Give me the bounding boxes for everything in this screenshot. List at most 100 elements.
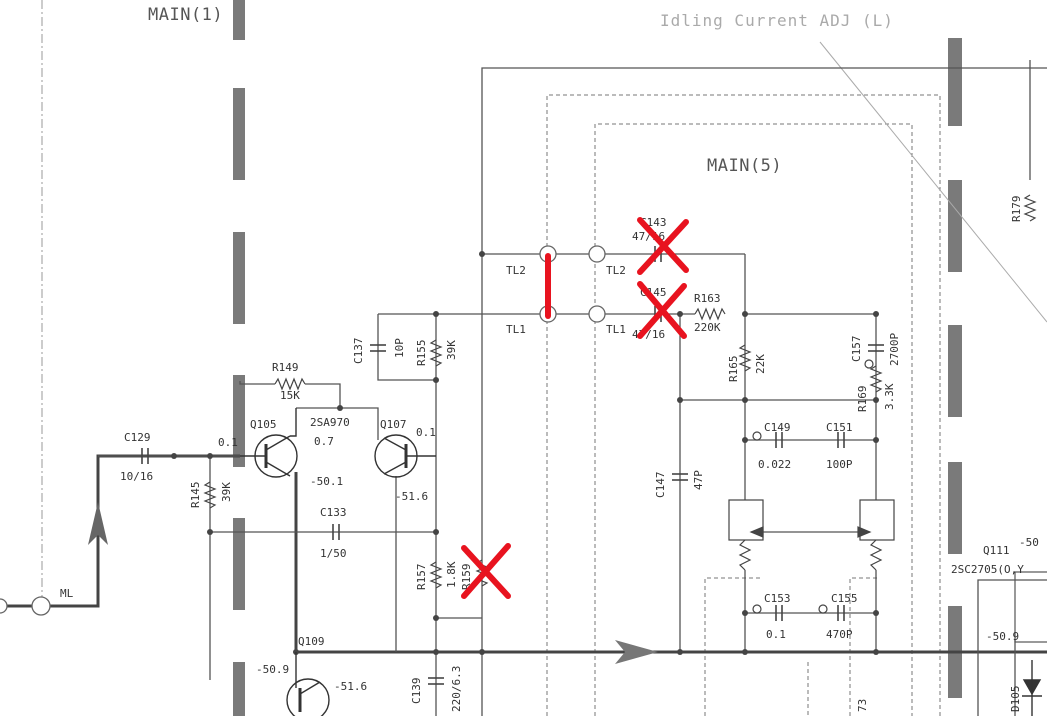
r163-value: 220K (694, 321, 721, 334)
capacitor-c149 (775, 432, 783, 448)
c155-ref: C155 (831, 592, 858, 605)
signal-label-ml: ML (60, 587, 74, 600)
q109-voltage-1: -50.9 (256, 663, 289, 676)
q105-voltage: 0.1 (218, 436, 238, 449)
c129-ref: C129 (124, 431, 151, 444)
resistor-r165 (738, 344, 752, 372)
tp-tl1-right: TL1 (606, 323, 626, 336)
capacitor-c129 (141, 448, 149, 464)
r165-value: 22K (754, 354, 767, 374)
transistor-q105 (240, 408, 298, 478)
capacitor-symbols (141, 246, 884, 685)
d105-ref: D105 (1009, 686, 1022, 713)
c147-value: 47P (692, 470, 705, 490)
r169-ref: R169 (856, 386, 869, 413)
c151-value: 100P (826, 458, 853, 471)
q109-voltage-2: -51.6 (334, 680, 367, 693)
trimmer-symbols (728, 499, 895, 580)
diode-d105 (1022, 660, 1042, 716)
c149-value: 0.022 (758, 458, 791, 471)
c157-value: 2700P (888, 333, 901, 366)
q105-ref: Q105 (250, 418, 277, 431)
flow-arrow-up (88, 502, 108, 545)
small-ring-markers (752, 359, 874, 614)
tp-tl2-left: TL2 (506, 264, 526, 277)
r149-ref: R149 (272, 361, 299, 374)
flow-arrow-right (615, 640, 658, 664)
resistor-r163 (694, 307, 726, 321)
q107-ref: Q107 (380, 418, 407, 431)
block-outline-outer (546, 94, 941, 716)
c147-ref: C147 (654, 472, 667, 499)
r157-ref: R157 (415, 564, 428, 591)
c139-ref: C139 (410, 678, 423, 705)
resistor-symbols (203, 194, 1037, 589)
wiring (98, 60, 1047, 716)
q109-ref: Q109 (298, 635, 325, 648)
board-edge-left (233, 0, 245, 716)
c129-value: 10/16 (120, 470, 153, 483)
trimmer-outline (704, 577, 762, 716)
red-markups (461, 217, 689, 599)
capacitor-c133 (332, 524, 340, 540)
c137-ref: C137 (352, 338, 365, 365)
board-edge-right (948, 38, 962, 698)
q111-ref: Q111 (983, 544, 1010, 557)
red-x-c143 (637, 217, 689, 275)
r145-value: 39K (220, 482, 233, 502)
transistor-q107 (374, 434, 436, 478)
c149-ref: C149 (764, 421, 791, 434)
junctions (171, 251, 879, 655)
c151-ref: C151 (826, 421, 853, 434)
r159-ref: R159 (460, 564, 473, 591)
q111-body (1014, 571, 1047, 643)
resistor-r145 (203, 481, 217, 509)
c153-ref: C153 (764, 592, 791, 605)
r155-value: 39K (445, 340, 458, 360)
c133-ref: C133 (320, 506, 347, 519)
r155-ref: R155 (415, 340, 428, 367)
block-outline-main5 (594, 123, 913, 716)
c153-value: 0.1 (766, 628, 786, 641)
capacitor-c151 (837, 432, 845, 448)
r163-ref: R163 (694, 292, 721, 305)
r169-value: 3.3K (883, 383, 896, 410)
r179-ref: R179 (1010, 196, 1023, 223)
capacitor-c139 (428, 677, 444, 685)
block-label-main5: MAIN(5) (707, 156, 782, 176)
resistor-r149 (274, 377, 306, 391)
red-x-r159 (461, 543, 511, 599)
resistor-r169 (869, 365, 883, 393)
idling-current-note: Idling Current ADJ (L) (660, 11, 894, 30)
r157-value: 1.8K (445, 561, 458, 588)
capacitor-c155 (837, 605, 845, 621)
capacitor-c147 (672, 473, 688, 481)
r173-partial: 73 (856, 699, 869, 712)
tp-tl1-left: TL1 (506, 323, 526, 336)
r145-ref: R145 (189, 482, 202, 509)
adj-pointer-line (819, 41, 1047, 323)
main-signal-path (0, 454, 1047, 664)
resistor-r155 (429, 339, 443, 367)
q111-part: 2SC2705(O,Y (951, 563, 1024, 576)
capacitor-c153 (775, 605, 783, 621)
resistor-r179 (1023, 194, 1037, 222)
q111-voltage-2: -50.9 (986, 630, 1019, 643)
c133-value: 1/50 (320, 547, 347, 560)
c157-ref: C157 (850, 336, 863, 363)
c155-value: 470P (826, 628, 853, 641)
c139-value: 220/6.3 (450, 666, 463, 712)
q107-emitter-voltage: -51.6 (395, 490, 428, 503)
q111-voltage-1: -50 (1019, 536, 1039, 549)
red-x-c145 (637, 281, 687, 339)
capacitor-c137 (370, 344, 386, 352)
capacitor-c157 (868, 344, 884, 352)
labels: MAIN(1) MAIN(5) Idling Current ADJ (L) M… (60, 5, 1039, 712)
pair-part: 2SA970 (310, 416, 350, 429)
r149-value: 15K (280, 389, 300, 402)
pair-voltage: 0.7 (314, 435, 334, 448)
resistor-r157 (429, 561, 443, 589)
trimmer-outline-2 (849, 577, 880, 716)
q107-voltage: 0.1 (416, 426, 436, 439)
